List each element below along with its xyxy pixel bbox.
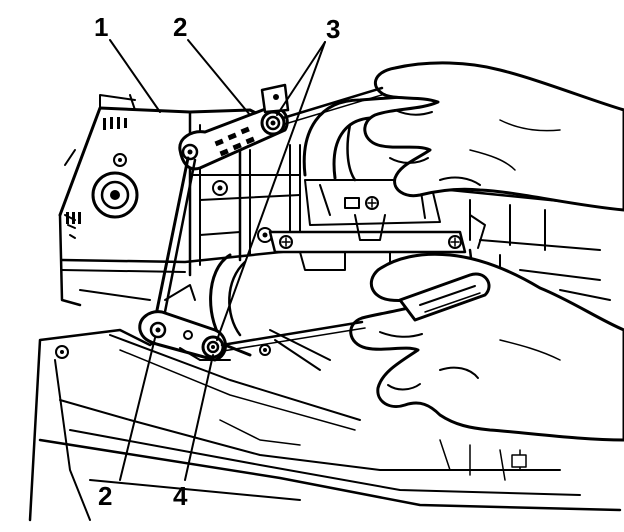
upper-lever — [178, 83, 290, 171]
callout-3: 3 — [326, 14, 340, 44]
lower-lever — [138, 284, 271, 362]
lower-hand — [349, 252, 624, 442]
lower-housing — [28, 328, 622, 522]
callout-4: 4 — [173, 481, 188, 511]
callout-2-upper: 2 — [173, 12, 187, 42]
upper-hand — [363, 61, 624, 212]
link-rods — [153, 156, 197, 324]
callout-2-lower: 2 — [98, 481, 112, 511]
callout-1: 1 — [94, 12, 108, 42]
vent-slots — [66, 117, 127, 224]
leader-lines — [109, 39, 326, 481]
lower-probe — [220, 320, 366, 352]
